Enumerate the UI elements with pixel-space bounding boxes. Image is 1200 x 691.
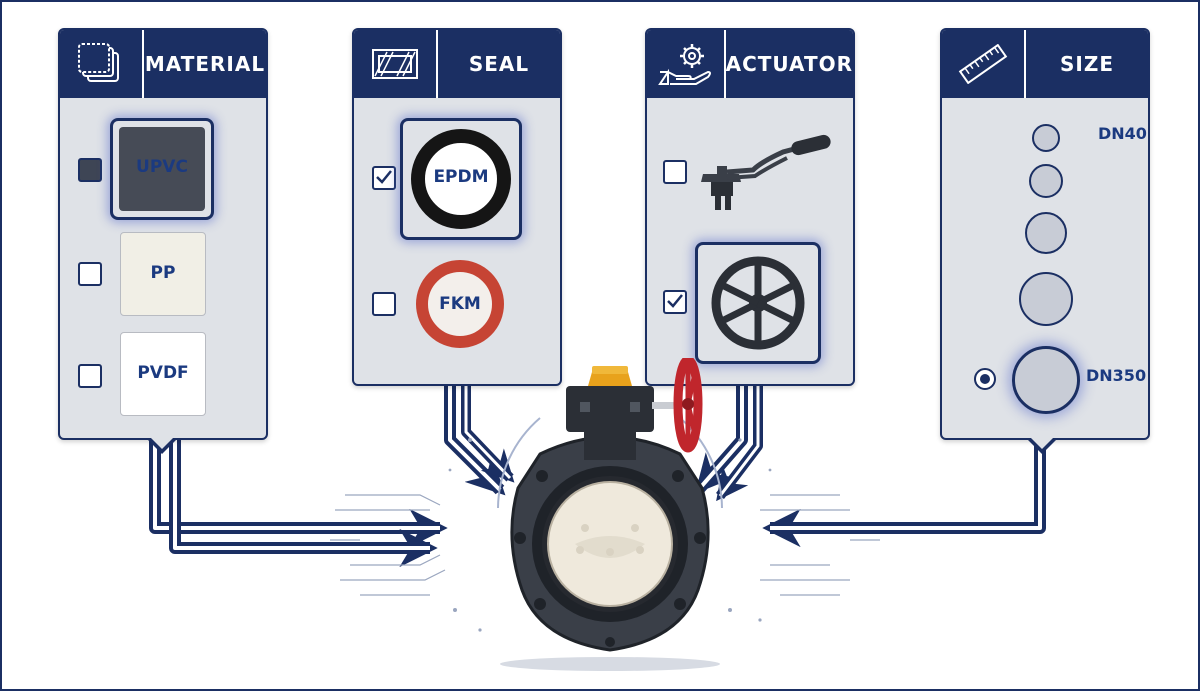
size-panel-title: SIZE [1059,52,1114,76]
lever-option[interactable] [691,126,833,216]
actuator-panel-title: ACTUATOR [725,52,853,76]
lever-handle-icon [701,134,831,210]
material-panel-pointer [146,436,178,454]
seal-panel-header: SEAL [354,30,560,98]
red-handwheel [673,358,703,453]
size-option-4[interactable] [1019,272,1073,326]
material-arrow-upper [149,440,448,548]
material-panel: MATERIAL UPVC PP PVDF [58,28,268,454]
fkm-checkbox[interactable] [372,292,396,316]
size-option-3[interactable] [1025,212,1067,254]
ruler-icon [942,30,1026,98]
upvc-checkbox[interactable] [78,158,102,182]
epdm-label: EPDM [433,167,489,187]
pvdf-label: PVDF [137,363,189,383]
valve-gearbox [566,386,654,432]
pp-label: PP [150,263,176,283]
hand-gear-icon [647,30,726,98]
size-option-2[interactable] [1029,164,1063,198]
fkm-label: FKM [439,294,481,314]
particle-dots [448,438,772,632]
size-option-dn40[interactable] [1032,124,1060,152]
radio-dot [980,374,990,384]
pp-option[interactable]: PP [120,232,206,316]
size-label-dn350: DN350 [1086,366,1147,385]
actuator-panel-header: ACTUATOR [647,30,853,98]
valve-cap [588,372,632,386]
valve-shadow [500,657,720,671]
epdm-ring [411,129,511,229]
epdm-checkbox[interactable] [372,166,396,190]
handwheel-shaft [652,402,680,409]
upvc-swatch [119,127,205,211]
lever-checkbox[interactable] [663,160,687,184]
valve-body [510,435,710,652]
handwheel-icon [711,256,805,350]
size-arrow [762,440,1046,548]
size-radio-dn350[interactable] [974,368,996,390]
pvdf-option[interactable]: PVDF [120,332,206,416]
upvc-option[interactable]: UPVC [110,118,214,220]
size-option-dn350[interactable] [1012,346,1080,414]
circuit-lines-left [330,494,446,596]
checkmark-icon [667,294,683,308]
seal-gasket-icon [354,30,438,98]
pvdf-checkbox[interactable] [78,364,102,388]
size-panel: SIZE DN40 DN350 [940,28,1150,454]
actuator-panel: ACTUATOR [645,28,855,386]
handwheel-checkbox[interactable] [663,290,687,314]
upvc-label: UPVC [136,157,188,177]
butterfly-valve-illustration [497,358,723,671]
checkmark-icon [376,170,392,184]
material-sheets-icon [60,30,144,98]
material-panel-header: MATERIAL [60,30,266,98]
valve-neck [584,428,636,460]
seal-panel-title: SEAL [468,52,530,76]
size-panel-header: SIZE [942,30,1148,98]
pp-checkbox[interactable] [78,262,102,286]
seal-panel: SEAL EPDM FKM [352,28,562,386]
size-label-dn40: DN40 [1098,124,1147,143]
fkm-option[interactable]: FKM [412,256,508,352]
circuit-lines-right [760,494,880,596]
material-panel-title: MATERIAL [144,52,266,76]
handwheel-option[interactable] [695,242,821,364]
size-panel-pointer [1026,436,1058,454]
epdm-option[interactable]: EPDM [400,118,522,240]
fkm-ring [416,260,504,348]
